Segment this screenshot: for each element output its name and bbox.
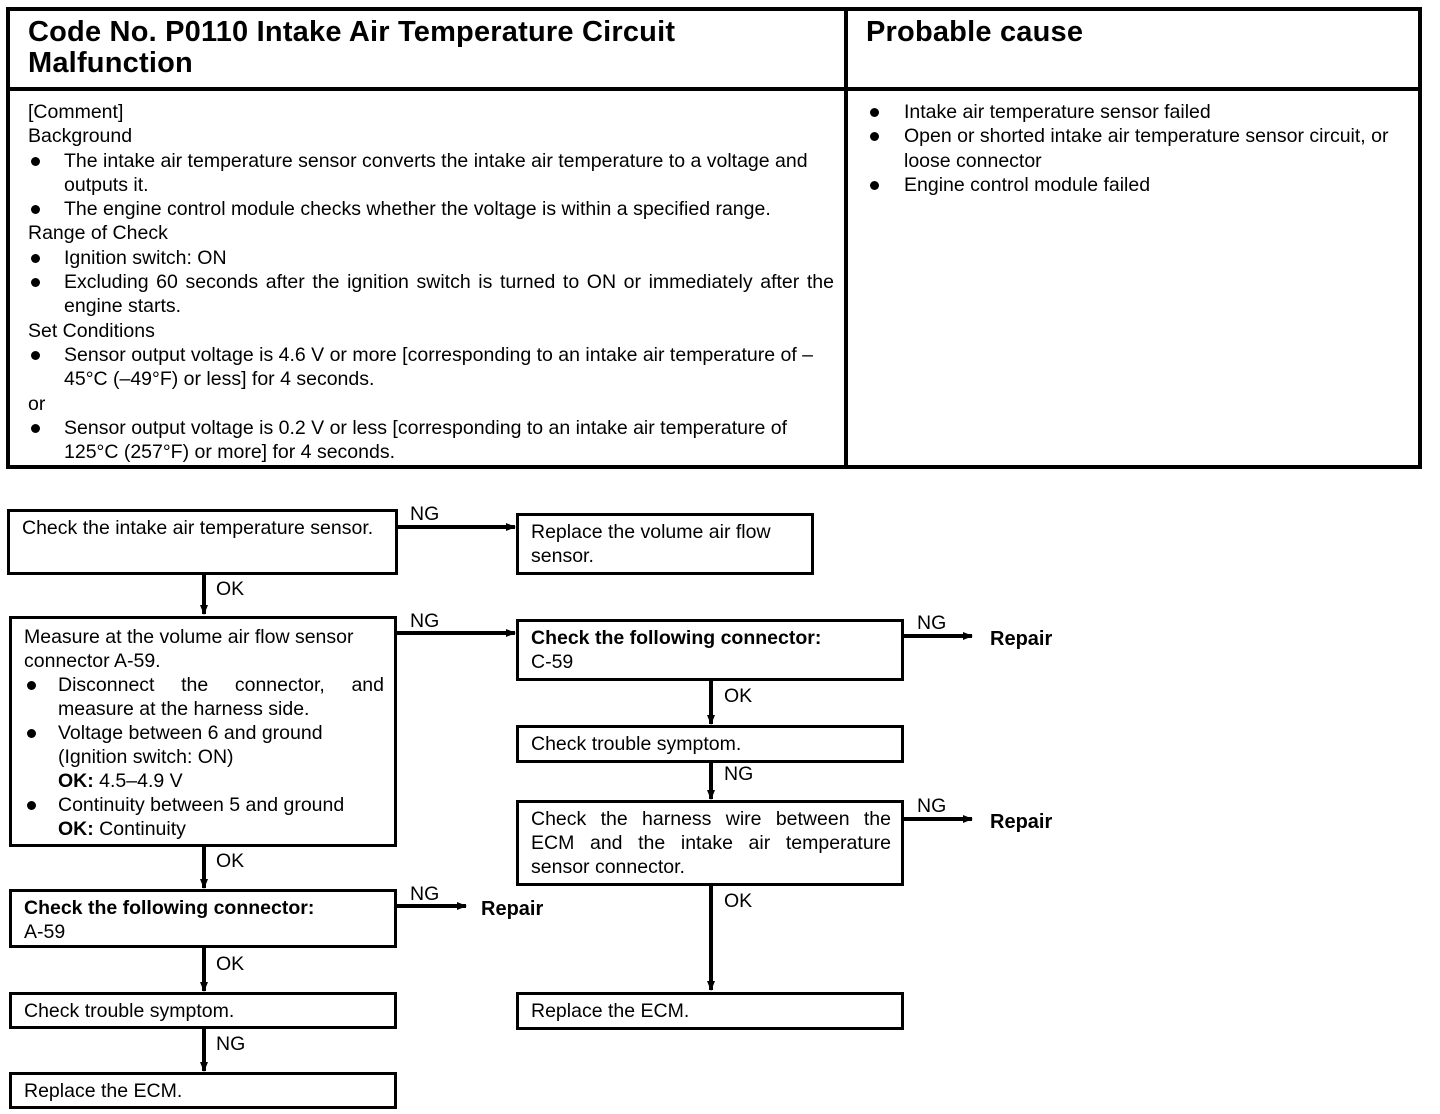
or-label: or — [28, 392, 46, 415]
ok-spec-label: OK: — [58, 770, 94, 792]
label-ng: NG — [917, 795, 947, 817]
set-condition-item: Sensor output voltage is 0.2 V or less [… — [28, 416, 834, 465]
replace-vaf-sensor-box: Replace the volume air flow sensor. — [516, 513, 814, 575]
measure-list: Disconnect the connector, and measure at… — [24, 673, 384, 841]
diagnostic-code-table: Code No. P0110 Intake Air Temperature Ci… — [6, 7, 1422, 469]
ok-spec-value: 4.5–4.9 V — [99, 770, 183, 792]
range-item: Ignition switch: ON — [28, 246, 834, 270]
cause-item: Engine control module failed — [868, 173, 1408, 197]
set-conditions-list-1: Sensor output voltage is 4.6 V or more [… — [28, 343, 834, 392]
background-list: The intake air temperature sensor conver… — [28, 149, 834, 222]
measure-item: Disconnect the connector, and measure at… — [24, 673, 384, 721]
cause-item: Intake air temperature sensor failed — [868, 100, 1408, 124]
repair-label: Repair — [990, 811, 1053, 833]
check-sensor-text: Check the intake air temperature sensor. — [22, 517, 374, 539]
check-connector-c59-box: Check the following connector: C-59 — [516, 619, 904, 681]
label-ng: NG — [410, 503, 440, 525]
check-connector-a59-box: Check the following connector: A-59 — [9, 889, 397, 948]
measure-item-text: Continuity between 5 and ground — [58, 794, 345, 816]
range-item: Excluding 60 seconds after the ignition … — [28, 270, 834, 319]
label-ng: NG — [410, 610, 440, 632]
label-ng: NG — [410, 883, 440, 905]
set-conditions-list-2: Sensor output voltage is 0.2 V or less [… — [28, 416, 834, 465]
check-harness-text: Check the harness wire between the ECM a… — [531, 808, 891, 878]
code-title-cell: Code No. P0110 Intake Air Temperature Ci… — [10, 11, 848, 91]
measure-item-text: Voltage between 6 and ground (Ignition s… — [58, 722, 323, 768]
check-trouble-symptom-text: Check trouble symptom. — [531, 733, 742, 755]
replace-ecm-left-box: Replace the ECM. — [9, 1072, 397, 1109]
label-ok: OK — [724, 890, 753, 912]
check-sensor-box: Check the intake air temperature sensor. — [7, 509, 398, 575]
label-ok: OK — [216, 953, 245, 975]
measure-item-text: Disconnect the connector, and measure at… — [58, 674, 384, 720]
comment-heading: [Comment] — [28, 101, 124, 123]
probable-cause-cell: Intake air temperature sensor failed Ope… — [848, 91, 1418, 465]
range-list: Ignition switch: ON Excluding 60 seconds… — [28, 246, 834, 319]
check-harness-box: Check the harness wire between the ECM a… — [516, 800, 904, 886]
repair-label: Repair — [481, 898, 544, 920]
connector-id: C-59 — [531, 651, 574, 673]
set-condition-item: Sensor output voltage is 4.6 V or more [… — [28, 343, 834, 392]
label-ok: OK — [216, 578, 245, 600]
range-label: Range of Check — [28, 222, 168, 245]
measure-item: Continuity between 5 and ground OK: Cont… — [24, 793, 384, 841]
probable-cause-header-cell: Probable cause — [848, 11, 1418, 91]
label-ng: NG — [917, 612, 947, 634]
check-connector-title: Check the following connector: — [531, 627, 822, 649]
cause-item: Open or shorted intake air temperature s… — [868, 124, 1408, 173]
check-trouble-symptom-right-box: Check trouble symptom. — [516, 725, 904, 763]
ok-spec-label: OK: — [58, 818, 94, 840]
probable-cause-list: Intake air temperature sensor failed Ope… — [868, 100, 1408, 197]
label-ng: NG — [724, 763, 754, 785]
check-trouble-symptom-text: Check trouble symptom. — [24, 1000, 235, 1022]
measure-title: Measure at the volume air flow sensor co… — [24, 626, 354, 672]
background-item: The engine control module checks whether… — [28, 197, 834, 221]
replace-vaf-sensor-text: Replace the volume air flow sensor. — [531, 521, 771, 567]
code-title: Code No. P0110 Intake Air Temperature Ci… — [28, 16, 676, 79]
measure-item: Voltage between 6 and ground (Ignition s… — [24, 721, 384, 793]
replace-ecm-text: Replace the ECM. — [531, 1000, 690, 1022]
check-trouble-symptom-left-box: Check trouble symptom. — [9, 992, 397, 1029]
background-item: The intake air temperature sensor conver… — [28, 149, 834, 198]
measure-box: Measure at the volume air flow sensor co… — [9, 616, 397, 847]
set-conditions-label: Set Conditions — [28, 319, 155, 342]
background-label: Background — [28, 125, 133, 148]
label-ok: OK — [216, 850, 245, 872]
check-connector-title: Check the following connector: — [24, 897, 315, 919]
repair-label: Repair — [990, 628, 1053, 650]
connector-id: A-59 — [24, 921, 66, 943]
label-ok: OK — [724, 685, 753, 707]
replace-ecm-text: Replace the ECM. — [24, 1080, 183, 1102]
comment-cell: [Comment] Background The intake air temp… — [10, 91, 848, 465]
label-ng: NG — [216, 1033, 246, 1055]
replace-ecm-right-box: Replace the ECM. — [516, 992, 904, 1030]
probable-cause-title: Probable cause — [866, 16, 1084, 48]
ok-spec-value: Continuity — [99, 818, 186, 840]
